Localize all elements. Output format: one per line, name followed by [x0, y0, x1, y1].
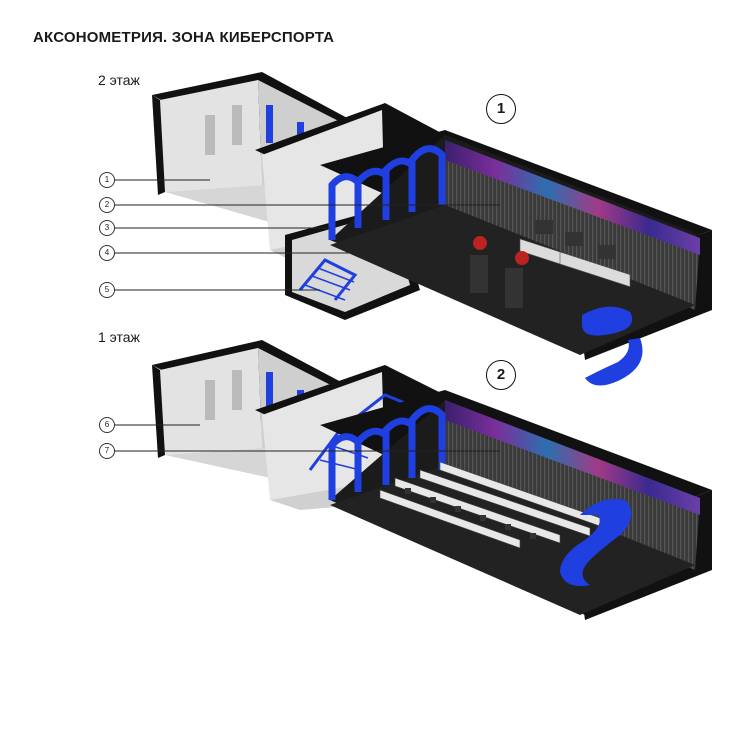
callout-1: 1	[99, 172, 115, 188]
floor-1-model	[152, 340, 712, 620]
floor-marker-2: 2	[486, 360, 516, 390]
floor-marker-1: 1	[486, 94, 516, 124]
floor-label-1: 1 этаж	[98, 329, 140, 345]
callout-6: 6	[99, 417, 115, 433]
page-title: АКСОНОМЕТРИЯ. ЗОНА КИБЕРСПОРТА	[33, 29, 335, 46]
callout-2: 2	[99, 197, 115, 213]
callout-3: 3	[99, 220, 115, 236]
callout-4: 4	[99, 245, 115, 261]
callout-leaders	[114, 179, 500, 452]
callout-5: 5	[99, 282, 115, 298]
floor-2-model	[152, 72, 712, 386]
floor-label-2: 2 этаж	[98, 72, 140, 88]
callout-7: 7	[99, 443, 115, 459]
